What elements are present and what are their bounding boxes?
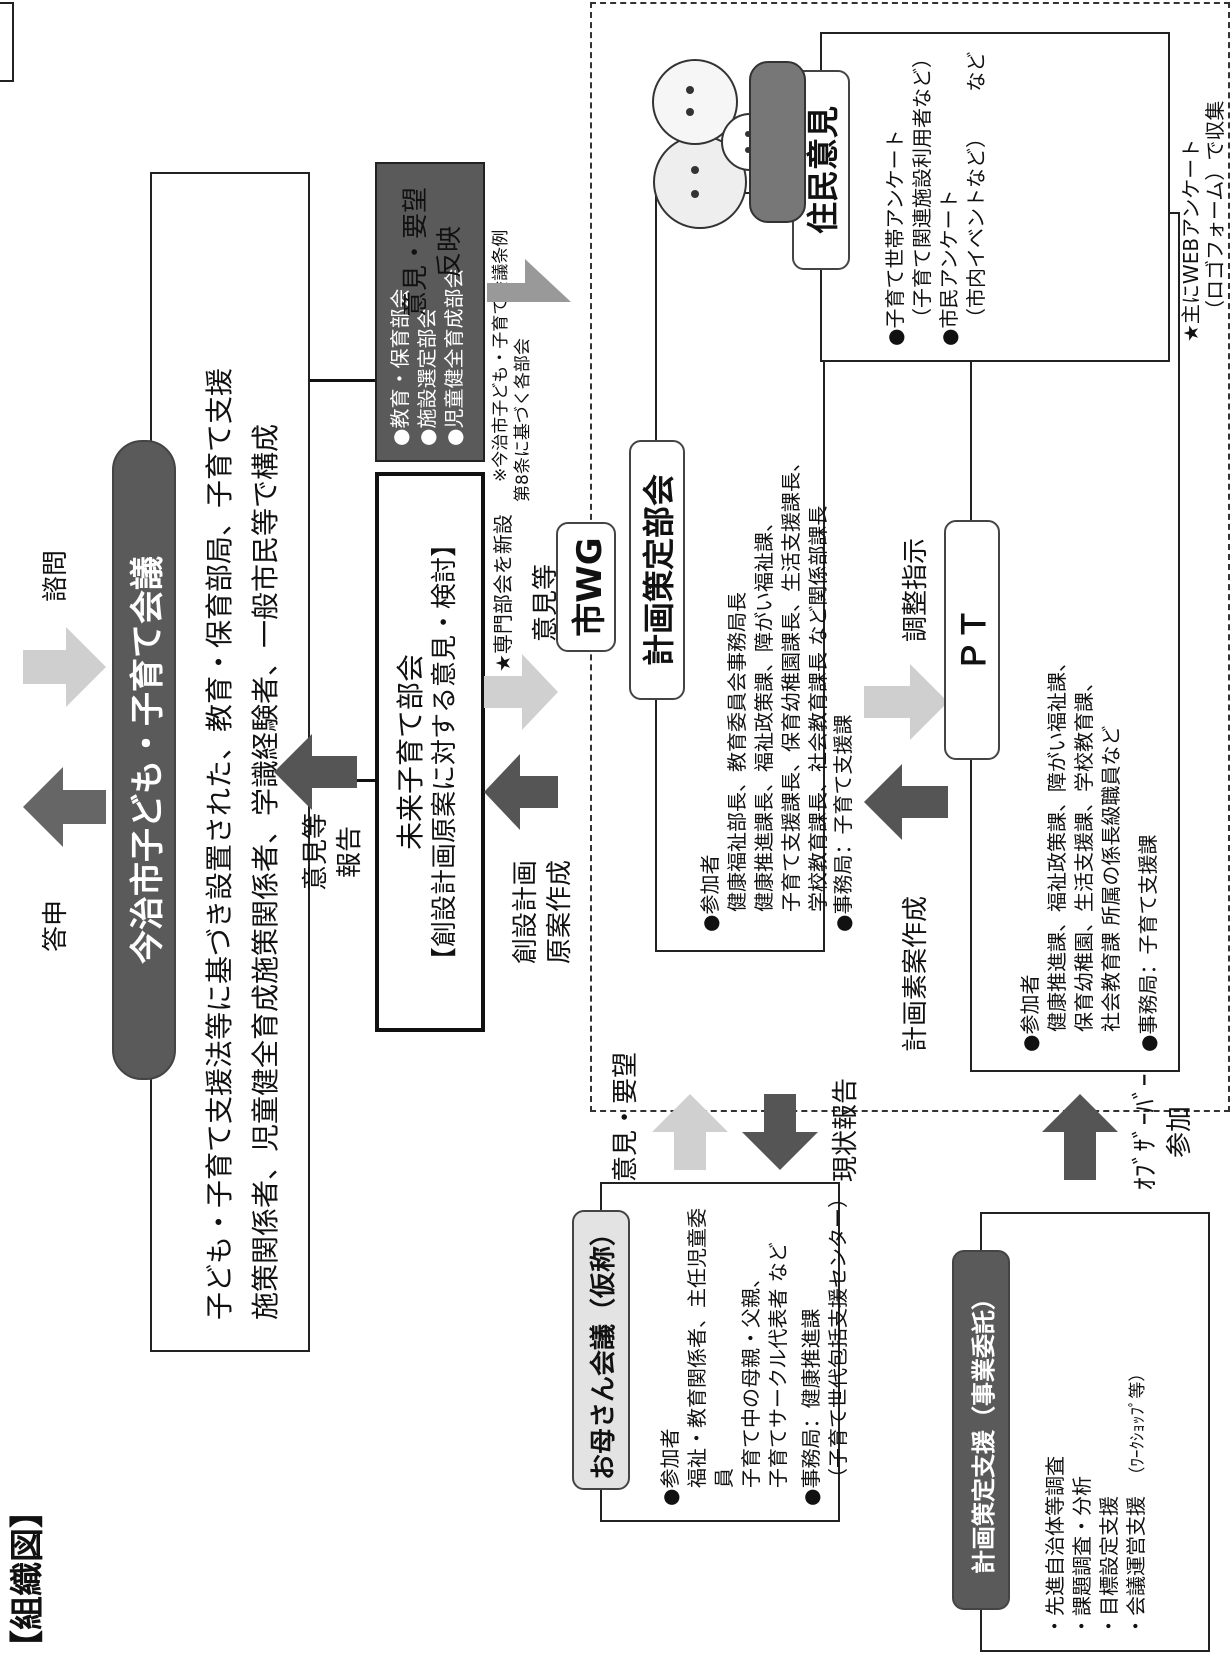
soan-arrow (860, 762, 950, 842)
hahaoya-up-arrow (650, 1092, 730, 1172)
consult-item-4-row: ・会議運営支援 （ﾜｰｸｼｮｯﾌﾟ等） (1123, 1228, 1150, 1636)
sections-note-2: 第8条に基づく各部会 (512, 338, 535, 502)
hahaoya-member-2: 子育て中の母親・父親、 (738, 1198, 765, 1506)
hanei-arrow (470, 212, 590, 302)
observer-label: ｵﾌﾞｻﾞｰﾊﾞｰ 参加 (1130, 1062, 1198, 1202)
hahaoya-down-arrow (740, 1092, 820, 1172)
observer-1: ｵﾌﾞｻﾞｰﾊﾞｰ (1130, 1062, 1164, 1202)
hahaoya-box: お母さん会議（仮称） ●参加者 福祉・教育関係者、主任児童委員 子育て中の母親・… (600, 1182, 840, 1522)
hahaoya-office-sub: （子育て世代包括支援センター） (825, 1198, 852, 1506)
bukai-member-3: 子育て支援課長、保育幼稚園課長、生活支援課長、 (778, 212, 805, 932)
consult-item-4: ・会議運営支援 (1124, 1496, 1148, 1636)
consult-item-4-tail: （ﾜｰｸｼｮｯﾌﾟ等） (1128, 1365, 1148, 1484)
hahaoya-office: ●事務局：健康推進課 (798, 1198, 825, 1506)
council-desc-1: 子ども・子育て支援法等に基づき設置された、教育・保育部局、子育て支援 (202, 190, 238, 1320)
shimon-label: 諮問 (40, 550, 74, 602)
observer-arrow (1040, 1092, 1120, 1182)
toushin-arrow (18, 762, 108, 852)
mirai-sub: 【創設計画原案に対する意見・検討】 (429, 476, 463, 1028)
iken-houkoku-label: 意見等 報告 (300, 812, 368, 892)
hahaoya-label: お母さん会議（仮称） (572, 1210, 630, 1490)
consult-item-1: ・先進自治体等調査 (1042, 1228, 1069, 1636)
consult-box: 計画策定支援（事業委託） ・先進自治体等調査 ・課題調査・分析 ・目標設定支援 … (980, 1212, 1210, 1652)
hahaoya-member-3: 子育てサークル代表者 など (765, 1198, 792, 1506)
consult-label: 計画策定支援（事業委託） (952, 1250, 1010, 1610)
bukai-box: 計画策定部会 ●参加者 健康福祉部長、教育委員会事務局長 健康推進課長、福祉政策… (655, 192, 825, 952)
bukai-office: ●事務局：子育て支援課 (830, 715, 857, 932)
chousei-arrow (860, 662, 950, 742)
juumin-item-1-sub: （子育て関連施設利用者など） (909, 48, 936, 346)
chart-title: 【組織図】 (6, 1494, 50, 1664)
juumin-item-2: ●市民アンケート (936, 48, 963, 346)
iken-houkoku-1: 意見等 (300, 812, 334, 892)
juumin-item-1: ●子育て世帯アンケート (882, 48, 909, 346)
consult-item-2: ・課題調査・分析 (1069, 1228, 1096, 1636)
corner-bracket (0, 2, 14, 82)
juumin-star-2: （ロゴフォーム）で収集 (1202, 101, 1229, 320)
consult-item-3: ・目標設定支援 (1096, 1228, 1123, 1636)
mirai-title: 未来子育て部会 (393, 476, 429, 1028)
hahaoya-up-label: 意見・要望 (610, 1052, 644, 1182)
family-illustration (640, 32, 810, 252)
iken-houkoku-2: 報告 (334, 812, 368, 892)
observer-2: 参加 (1164, 1062, 1198, 1202)
juumin-box: 住民意見 ●子育て世帯アンケート （子育て関連施設利用者など） ●市民アンケート… (820, 32, 1170, 362)
soan-label: 計画素案作成 (900, 896, 934, 1052)
chousei-label: 調整指示 (900, 538, 934, 642)
bukai-member-2: 健康推進課長、福祉政策課、障がい福祉課、 (751, 212, 778, 932)
bukai-members-head: ●参加者 (697, 212, 724, 932)
hahaoya-members-head: ●参加者 (657, 1198, 684, 1506)
hanei-1: 意見・要望 (400, 172, 434, 332)
council-title: 今治市子ども・子育て会議 (112, 440, 176, 1080)
sousetsu-label: 創設計画 原案作成 (510, 832, 578, 992)
sousetsu-2: 原案作成 (544, 832, 578, 992)
iken-houkoku-arrow (270, 732, 360, 812)
hahaoya-down-label: 現状報告 (830, 1078, 864, 1182)
sousetsu-1: 創設計画 (510, 832, 544, 992)
hanei-2: 反映 (434, 172, 468, 332)
hahaoya-member-1: 福祉・教育関係者、主任児童委員 (684, 1198, 738, 1506)
bukai-title: 計画策定部会 (629, 440, 685, 700)
juumin-item-2-sub-text: （市内イベントなど） (964, 128, 988, 328)
mirai-box: 未来子育て部会 【創設計画原案に対する意見・検討】 (375, 472, 485, 1032)
shimon-arrow (18, 622, 108, 712)
connector-sections (310, 379, 380, 382)
pt-label: ＰＴ (944, 520, 1000, 760)
ikenra-arrow (480, 652, 560, 732)
bukai-member-1: 健康福祉部長、教育委員会事務局長 (724, 212, 751, 932)
mirai-note: ★専門部会を新設 (490, 514, 517, 672)
juumin-item-2-tail: など (964, 52, 988, 92)
sousetsu-arrow (480, 752, 560, 832)
hanei-label: 意見・要望 反映 (400, 172, 468, 332)
toushin-label: 答申 (40, 900, 74, 952)
wg-label: 市WG (556, 522, 616, 652)
juumin-item-2-sub: （市内イベントなど） など (963, 48, 990, 346)
juumin-star-1: ★主にWEBアンケート (1178, 139, 1205, 342)
